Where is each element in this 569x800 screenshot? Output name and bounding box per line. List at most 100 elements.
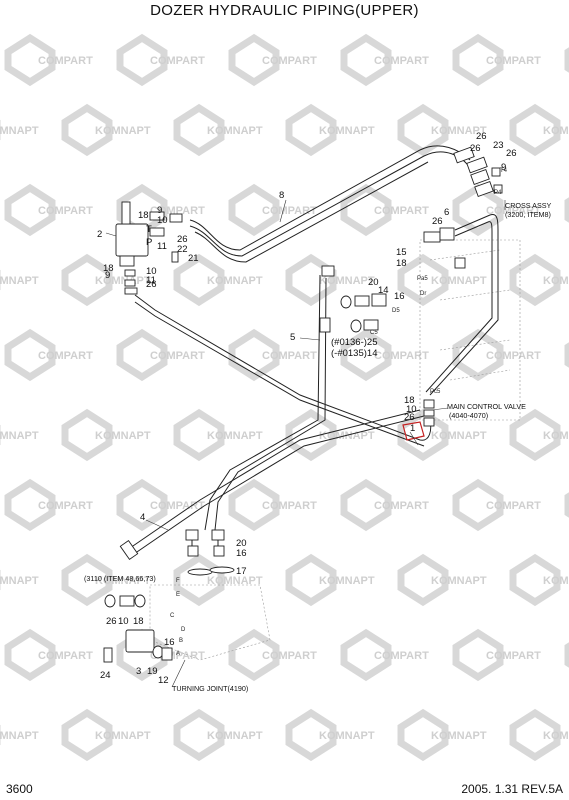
watermark-text: KOMNAPT: [319, 730, 375, 742]
cross-assy-note: CROSS ASSY: [505, 201, 552, 210]
watermark-tile: COMPART: [452, 183, 541, 237]
watermark-text: KOMNAPT: [0, 430, 39, 442]
watermark-tile: COMPART: [564, 342, 569, 368]
watermark-tile: COMPART: [228, 478, 317, 532]
port-label: E: [176, 592, 180, 598]
watermark-tile: COMPART: [228, 328, 317, 382]
part-number-label: 10: [157, 215, 168, 226]
watermark-tile: COMPART: [564, 642, 569, 668]
part-number-label: 26: [404, 412, 415, 423]
watermark-tile: COMPART: [452, 328, 541, 382]
port-label: D5: [392, 308, 400, 314]
port-label: D: [181, 627, 186, 633]
serial-note-a: (#0136-)25: [331, 337, 377, 348]
part-number-label: P: [146, 237, 152, 248]
watermark-tile: KOMNAPT: [173, 253, 263, 307]
part-number-label: 2: [97, 229, 102, 240]
watermark-tile: KOMNAPT: [173, 408, 263, 462]
watermark-text: KOMNAPT: [431, 430, 487, 442]
watermark-text: KOMNAPT: [0, 275, 39, 287]
port-label: P4: [494, 190, 502, 196]
watermark-text: KOMNAPT: [207, 275, 263, 287]
part-number-label: 11: [157, 241, 167, 252]
revision-date: 2005. 1.31 REV.5A: [461, 782, 563, 796]
part-number-label: 12: [158, 675, 169, 686]
watermark-tile: COMPART: [4, 328, 93, 382]
watermark-tile: COMPART: [228, 628, 317, 682]
watermark-text: COMPART: [262, 500, 317, 512]
part-number-label: 26: [177, 234, 188, 245]
leader-lines: [105, 199, 506, 688]
part-number-label: 24: [100, 670, 111, 681]
watermark-text: COMPART: [486, 350, 541, 362]
watermark-tile: COMPART: [228, 33, 317, 87]
watermark-text: KOMNAPT: [207, 430, 263, 442]
watermark-tile: KOMNAPT: [397, 408, 487, 462]
serial-note-b: (-#0135)14: [331, 348, 377, 359]
watermark-text: COMPART: [38, 350, 93, 362]
watermark-tile: KOMNAPT: [285, 408, 375, 462]
part-number-label: 8: [279, 190, 284, 201]
watermark-tile: COMPART: [116, 478, 205, 532]
watermark-tile: COMPART: [4, 33, 93, 87]
port-label: C: [170, 613, 175, 619]
watermark-tile: KOMNAPT: [397, 708, 487, 762]
watermark-tile: COMPART: [4, 628, 93, 682]
watermark-tile: KOMNAPT: [0, 119, 39, 141]
watermark-text: COMPART: [262, 55, 317, 67]
part-number-label: 6: [444, 207, 449, 218]
watermark-tile: COMPART: [340, 183, 429, 237]
watermark-tile: KOMNAPT: [173, 103, 263, 157]
watermark-tile: COMPART: [452, 478, 541, 532]
port-label: F: [176, 578, 180, 584]
watermark-text: COMPART: [38, 205, 93, 217]
watermark-tile: COMPART: [452, 628, 541, 682]
part-number-label: 15: [396, 247, 407, 258]
watermark-text: KOMNAPT: [207, 575, 263, 587]
watermark-tile: COMPART: [340, 328, 429, 382]
watermark-text: KOMNAPT: [0, 575, 39, 587]
watermark-tile: COMPART: [4, 183, 93, 237]
watermark-text: COMPART: [374, 350, 429, 362]
watermark-tile: KOMNAPT: [397, 103, 487, 157]
watermark-text: KOMNAPT: [0, 125, 39, 137]
part-number-label: 21: [188, 253, 199, 264]
part-number-label: 18: [103, 263, 114, 274]
watermark-tile: KOMNAPT: [397, 553, 487, 607]
watermark-text: COMPART: [38, 55, 93, 67]
watermark-tile: KOMNAPT: [0, 269, 39, 291]
watermark-text: COMPART: [38, 650, 93, 662]
watermark-text: KOMNAPT: [0, 730, 39, 742]
watermark-text: KOMNAPT: [207, 125, 263, 137]
watermark-text: COMPART: [486, 55, 541, 67]
part-number-label: 23: [493, 140, 504, 151]
watermark-text: KOMNAPT: [543, 575, 569, 587]
watermark-text: KOMNAPT: [95, 275, 151, 287]
watermark-text: COMPART: [486, 650, 541, 662]
part-number-label: 10: [118, 616, 129, 627]
watermark-text: COMPART: [262, 350, 317, 362]
part-number-label: 26: [476, 131, 487, 142]
part-number-label: 4: [140, 512, 145, 523]
watermark-text: KOMNAPT: [95, 730, 151, 742]
watermark-tile: COMPART: [564, 47, 569, 73]
port-label: Pa5: [417, 276, 428, 282]
watermark-text: COMPART: [150, 500, 205, 512]
port-label: A: [176, 651, 180, 657]
part-number-label: 9: [157, 205, 162, 216]
watermark-tile: KOMNAPT: [61, 408, 151, 462]
watermark-text: KOMNAPT: [431, 125, 487, 137]
watermark-text: COMPART: [374, 650, 429, 662]
page-number: 3600: [6, 782, 33, 796]
watermark-text: KOMNAPT: [431, 575, 487, 587]
port-label: T4: [500, 168, 508, 174]
watermark-tile: KOMNAPT: [285, 253, 375, 307]
watermark-text: KOMNAPT: [319, 125, 375, 137]
watermark-tile: COMPART: [452, 33, 541, 87]
watermark-text: KOMNAPT: [431, 275, 487, 287]
watermark-tile: KOMNAPT: [0, 424, 39, 446]
page-title: DOZER HYDRAULIC PIPING(UPPER): [150, 2, 419, 19]
watermark-text: KOMNAPT: [207, 730, 263, 742]
part-number-label: 18: [404, 395, 415, 406]
